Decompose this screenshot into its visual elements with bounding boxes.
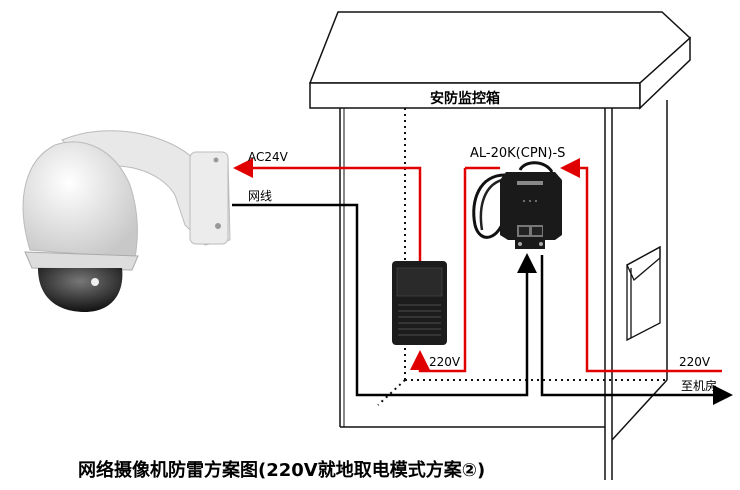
cabinet-label: 安防监控箱 [430, 91, 500, 107]
security-cabinet [308, 11, 692, 480]
device-model-label: AL-20K(CPN)-S [470, 146, 566, 161]
surge-protector-device [472, 161, 562, 249]
network-cable-label: 网线 [248, 189, 273, 203]
cabinet-roof-top [308, 11, 692, 84]
network-cable-wire [232, 203, 537, 397]
cabinet-roof-side [639, 36, 691, 110]
power-adapter [392, 261, 447, 345]
document-pocket [626, 245, 661, 342]
to-server-room-label: 至机房 [681, 379, 718, 393]
ac24v-wire [233, 158, 422, 262]
main-220v-wire [560, 158, 722, 373]
diagram-title: 网络摄像机防雷方案图(220V就地取电模式方案②) [78, 460, 486, 481]
ac24v-label: AC24V [248, 150, 288, 164]
adapter-220v-label: 220V [429, 355, 461, 369]
ptz-dome-camera [22, 130, 231, 312]
uplink-wire [540, 255, 733, 405]
adapter-220v-wire [410, 166, 500, 373]
main-220v-label: 220V [679, 355, 711, 369]
cabinet-roof-front [309, 82, 641, 109]
